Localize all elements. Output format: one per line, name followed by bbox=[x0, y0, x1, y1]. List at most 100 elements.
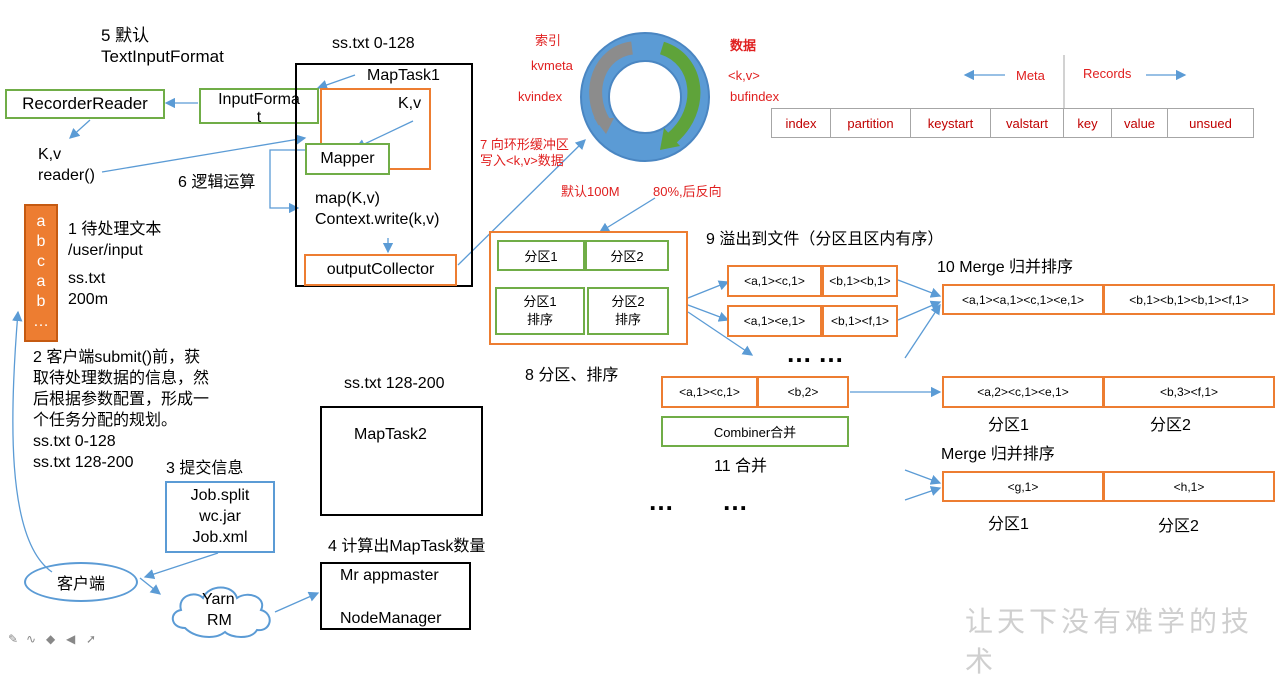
spill-row2-cell1: <a,1><e,1> bbox=[727, 305, 822, 337]
records-label: Records bbox=[1083, 66, 1132, 81]
meta-cell-value: value bbox=[1112, 108, 1168, 138]
partition1-label: 分区1 bbox=[524, 249, 558, 264]
meta-cell-key: key bbox=[1064, 108, 1112, 138]
merged-row-cell2: <b,3><f,1> bbox=[1103, 376, 1275, 408]
outputcollector-box: outputCollector bbox=[304, 254, 457, 286]
bufindex-label: bufindex bbox=[730, 89, 780, 104]
meta-cell-keystart: keystart bbox=[911, 108, 991, 138]
step9-label: 9 溢出到文件（分区且区内有序） bbox=[706, 231, 944, 248]
textinputformat-label: TextInputFormat bbox=[101, 47, 224, 66]
map-kv-label: map(K,v) bbox=[315, 190, 380, 207]
step7-line2: 写入<k,v>数据 bbox=[480, 153, 564, 168]
merged-partition1-label: 分区1 bbox=[988, 417, 1029, 434]
text-stack: a b c a b … bbox=[24, 204, 58, 342]
mr-appmaster-label: Mr appmaster bbox=[340, 567, 439, 584]
stack-item: b bbox=[36, 233, 46, 250]
maptask1-box bbox=[295, 63, 473, 287]
job-xml-label: Job.xml bbox=[192, 529, 248, 546]
combiner-row-cell2: <b,2> bbox=[757, 376, 849, 408]
combiner-row-cell1: <a,1><c,1> bbox=[661, 376, 758, 408]
meta-cell-index: index bbox=[771, 108, 831, 138]
kv-angle-label: <k,v> bbox=[728, 68, 760, 83]
step1-label: 1 待处理文本 bbox=[68, 221, 162, 238]
partition-area bbox=[489, 231, 688, 345]
meta-cell-unsued: unsued bbox=[1168, 108, 1254, 138]
context-write-label: Context.write(k,v) bbox=[315, 211, 440, 228]
reader-call-label: reader() bbox=[38, 167, 95, 184]
merge2-row-cell1: <g,1> bbox=[942, 471, 1104, 502]
step7-line1: 7 向环形缓冲区 bbox=[480, 137, 569, 152]
kv-reader-label: K,v bbox=[38, 146, 62, 163]
merge2-row-cell2: <h,1> bbox=[1103, 471, 1275, 502]
stack-item: a bbox=[36, 273, 46, 290]
merged-row-cell1: <a,2><c,1><e,1> bbox=[942, 376, 1104, 408]
stack-item: b bbox=[36, 293, 46, 310]
mapper-label: Mapper bbox=[320, 150, 375, 167]
merge-row-cell2: <b,1><b,1><b,1><f,1> bbox=[1103, 284, 1275, 315]
merge2-partition1-label: 分区1 bbox=[988, 516, 1029, 533]
yarn-label: Yarn bbox=[202, 591, 235, 608]
meta-cell-partition: partition bbox=[831, 108, 911, 138]
client-label: 客户端 bbox=[56, 576, 105, 593]
meta-label: Meta bbox=[1016, 68, 1045, 83]
recorderreader-label: RecorderReader bbox=[22, 94, 148, 113]
watermark-text: 让天下没有难学的技术 bbox=[965, 605, 1254, 678]
pen-icon[interactable]: ✎ bbox=[8, 632, 19, 646]
data-label: 数据 bbox=[730, 38, 757, 53]
step2-line4: 个任务分配的规划。 bbox=[33, 412, 178, 429]
default-100m-label: 默认100M bbox=[561, 184, 620, 199]
yarn-cloud-icon bbox=[171, 586, 271, 638]
wc-jar-label: wc.jar bbox=[199, 508, 241, 525]
nodemanager-label: NodeManager bbox=[340, 610, 442, 627]
kvmeta-label: kvmeta bbox=[531, 58, 573, 73]
job-files-box: Job.split wc.jar Job.xml bbox=[165, 481, 275, 553]
client-ellipse: 客户端 bbox=[24, 562, 138, 602]
partition2-box: 分区2 bbox=[585, 240, 669, 271]
eraser-icon[interactable]: ◆ bbox=[46, 632, 56, 646]
step2-line5: ss.txt 0-128 bbox=[33, 433, 116, 450]
highlighter-icon[interactable]: ◀ bbox=[66, 632, 76, 646]
merge-row-cell1: <a,1><a,1><c,1><e,1> bbox=[942, 284, 1104, 315]
partition2-label: 分区2 bbox=[610, 249, 644, 264]
spill-ellipsis: …… bbox=[786, 338, 850, 368]
maptask2-box bbox=[320, 406, 483, 516]
step2-line6: ss.txt 128-200 bbox=[33, 454, 134, 471]
kv-map-label: K,v bbox=[398, 95, 422, 112]
stack-item: c bbox=[37, 253, 45, 270]
partition2-sort-sub: 排序 bbox=[614, 312, 641, 327]
wave-icon[interactable]: ∿ bbox=[26, 632, 37, 646]
partition2-sort-box: 分区2 排序 bbox=[587, 287, 669, 335]
step4-label: 4 计算出MapTask数量 bbox=[328, 538, 486, 555]
spill-row1-cell2: <b,1><b,1> bbox=[822, 265, 898, 297]
meta-cell-valstart: valstart bbox=[991, 108, 1064, 138]
partition1-sort-label: 分区1 bbox=[523, 294, 557, 309]
pointer-icon[interactable]: ➚ bbox=[86, 632, 97, 646]
stack-item: … bbox=[33, 313, 49, 330]
spill-row2-cell2: <b,1><f,1> bbox=[822, 305, 898, 337]
appmaster-box: Mr appmaster NodeManager bbox=[320, 562, 471, 630]
connector-lines bbox=[12, 32, 1187, 613]
step6-label: 6 逻辑运算 bbox=[178, 174, 256, 191]
job-split-label: Job.split bbox=[190, 487, 250, 504]
index-label: 索引 bbox=[535, 33, 562, 48]
sstxt-split1-label: ss.txt 0-128 bbox=[332, 35, 415, 52]
step8-label: 8 分区、排序 bbox=[525, 367, 619, 384]
maptask2-label: MapTask2 bbox=[354, 426, 427, 443]
ring-buffer bbox=[580, 32, 710, 162]
partition1-box: 分区1 bbox=[497, 240, 585, 271]
merge2-label: Merge 归并排序 bbox=[941, 446, 1055, 463]
step2-line3: 后根据参数配置，形成一 bbox=[33, 391, 210, 408]
inputformat-box: InputFormat bbox=[199, 88, 319, 126]
bottom-ellipsis-1: … bbox=[648, 486, 680, 516]
size-label: 200m bbox=[68, 291, 109, 308]
kvindex-label: kvindex bbox=[518, 89, 563, 104]
partition1-sort-sub: 排序 bbox=[526, 312, 553, 327]
maptask1-label: MapTask1 bbox=[367, 67, 440, 84]
outputcollector-label: outputCollector bbox=[326, 261, 435, 278]
merge2-partition2-label: 分区2 bbox=[1158, 518, 1199, 535]
recorderreader-box: RecorderReader bbox=[5, 89, 165, 119]
partition1-sort-box: 分区1 排序 bbox=[495, 287, 585, 335]
step3-label: 3 提交信息 bbox=[166, 460, 244, 477]
combiner-box: Combiner合并 bbox=[661, 416, 849, 447]
rm-label: RM bbox=[207, 612, 232, 629]
